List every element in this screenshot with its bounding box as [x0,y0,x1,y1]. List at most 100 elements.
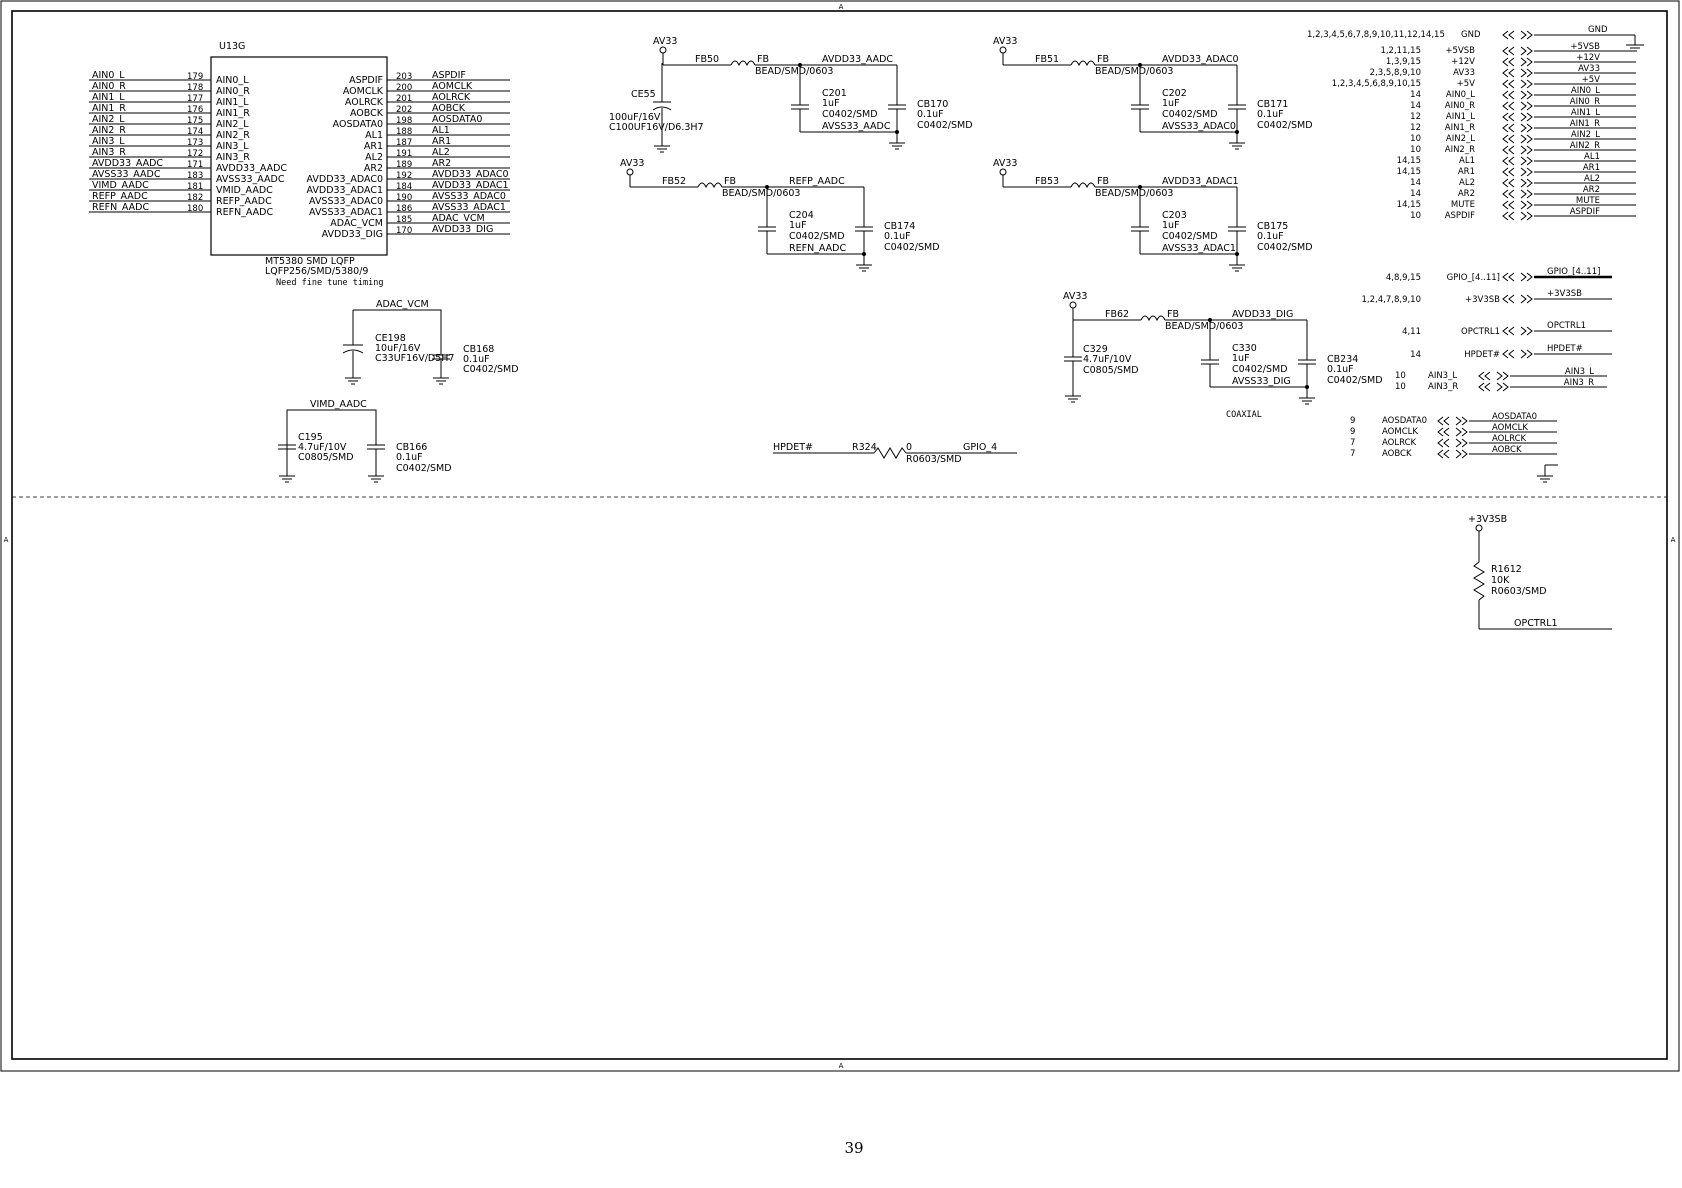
c329-ref: C329 [1083,344,1108,355]
port-name: AR1 [1458,167,1475,177]
pin-name: AVSS33_ADAC0 [309,196,383,207]
ground-symbol [1229,264,1245,272]
ferrite-bead-icon [697,182,723,189]
pin-number: 198 [396,116,412,126]
port--5v: 1,2,3,4,5,6,8,9,10,15+5V+5V [1332,75,1636,89]
port-net: AL2 [1584,174,1600,184]
offpage-connector-icon [1502,123,1533,133]
cb166-value: 0.1uF [396,452,423,463]
port-net: AV33 [1578,64,1600,74]
port-name: +3V3SB [1465,295,1500,305]
port-net: AOMCLK [1492,423,1528,433]
pin-number: 174 [187,127,203,137]
offpage-connector-icon [1502,79,1533,89]
port-net: ASPDIF [1570,207,1600,217]
offpage-connector-icon [1502,101,1533,111]
pin-name: AL2 [365,152,383,163]
port-net: AIN1_R [1570,119,1600,129]
supply-label: AV33 [1063,291,1087,302]
pin-name: ADAC_VCM [330,218,383,229]
pin-name: AOBCK [350,108,384,119]
pin-name: VMID_AADC [216,185,273,196]
pin-number: 182 [187,193,203,203]
pin-number: 170 [396,226,412,236]
port-name: GND [1461,30,1481,40]
pin-net-label: AOMCLK [432,81,473,92]
pin-number: 187 [396,138,412,148]
net-label: AVDD33_ADAC1 [1162,176,1239,187]
ground-symbol [1229,142,1245,150]
ferrite-bead-icon [1070,60,1096,67]
border-mark-top: A [839,3,844,11]
offpage-connector-icon [1502,57,1533,67]
page-number: 39 [844,1139,863,1157]
r324-value: 0 [906,442,912,453]
port-pages: 1,2,3,4,5,6,8,9,10,15 [1332,79,1421,89]
port-pages: 14,15 [1397,156,1421,166]
r1612-net: OPCTRL1 [1514,618,1558,629]
cb166-fp: C0402/SMD [396,463,452,474]
port-pages: 10 [1410,145,1421,155]
port-net: OPCTRL1 [1547,321,1586,331]
port-name: +12V [1451,57,1475,67]
pin-name: AIN2_L [216,119,249,130]
pin-net-label: AVDD33_DIG [432,224,493,235]
pin-name: AIN3_R [216,152,250,163]
cb-ref: CB170 [917,99,948,110]
port--5vsb: 1,2,11,15+5VSB+5VSB [1380,42,1636,56]
offpage-connector-icon [1502,349,1533,359]
port-pages: 10 [1410,134,1421,144]
ce55-value: 100uF/16V [609,112,661,123]
adac-vcm-net: ADAC_VCM [376,299,429,310]
ground-symbol [856,264,872,272]
ce198-value: 10uF/16V [375,343,421,354]
gnd-net-label: AVSS33_AADC [822,121,891,132]
cap-ref: C202 [1162,88,1187,99]
pin-number: 178 [187,83,203,93]
offpage-connector-icon [1502,46,1533,56]
cb168-ref: CB168 [463,344,494,355]
ce55-fp: C100UF16V/D6.3H7 [609,122,704,133]
pin-net-label: AIN2_R [92,125,126,136]
pin-number: 181 [187,182,203,192]
net-label: AVDD33_AADC [822,54,893,65]
offpage-connector-icon [1502,134,1533,144]
port-name: AR2 [1458,189,1475,199]
pin-name: AVDD33_ADAC1 [306,185,383,196]
fb-footprint: BEAD/SMD/0603 [1095,66,1173,77]
supply-label: AV33 [620,158,644,169]
ground-symbol [433,377,449,385]
port-net: GND [1588,25,1608,35]
port-name: GPIO_[4..11] [1447,273,1500,283]
pin-net-label: ADAC_VCM [432,213,485,224]
port-net: MUTE [1576,196,1600,206]
pin-net-label: REFN_AADC [92,202,150,213]
port-pages: 1,2,3,4,5,6,7,8,9,10,11,12,14,15 [1307,30,1445,40]
chip-footprint: LQFP256/SMD/5380/9 [265,266,368,277]
ground-symbol [345,377,361,385]
border-mark-right: A [1671,536,1676,544]
vimd-decoupling [278,409,385,476]
cb-value: 0.1uF [1327,364,1354,375]
fb-ref: FB51 [1035,54,1059,65]
offpage-connector-icon [1502,272,1533,282]
r1612-pullup [1473,524,1612,630]
chip-ref: U13G [219,41,245,52]
fb-type: FB [1167,309,1179,320]
fb-footprint: BEAD/SMD/0603 [722,188,800,199]
cb-fp: C0402/SMD [884,242,940,253]
cb-fp: C0402/SMD [1327,375,1383,386]
pin-number: 191 [396,149,412,159]
port-pages: 10 [1410,211,1421,221]
